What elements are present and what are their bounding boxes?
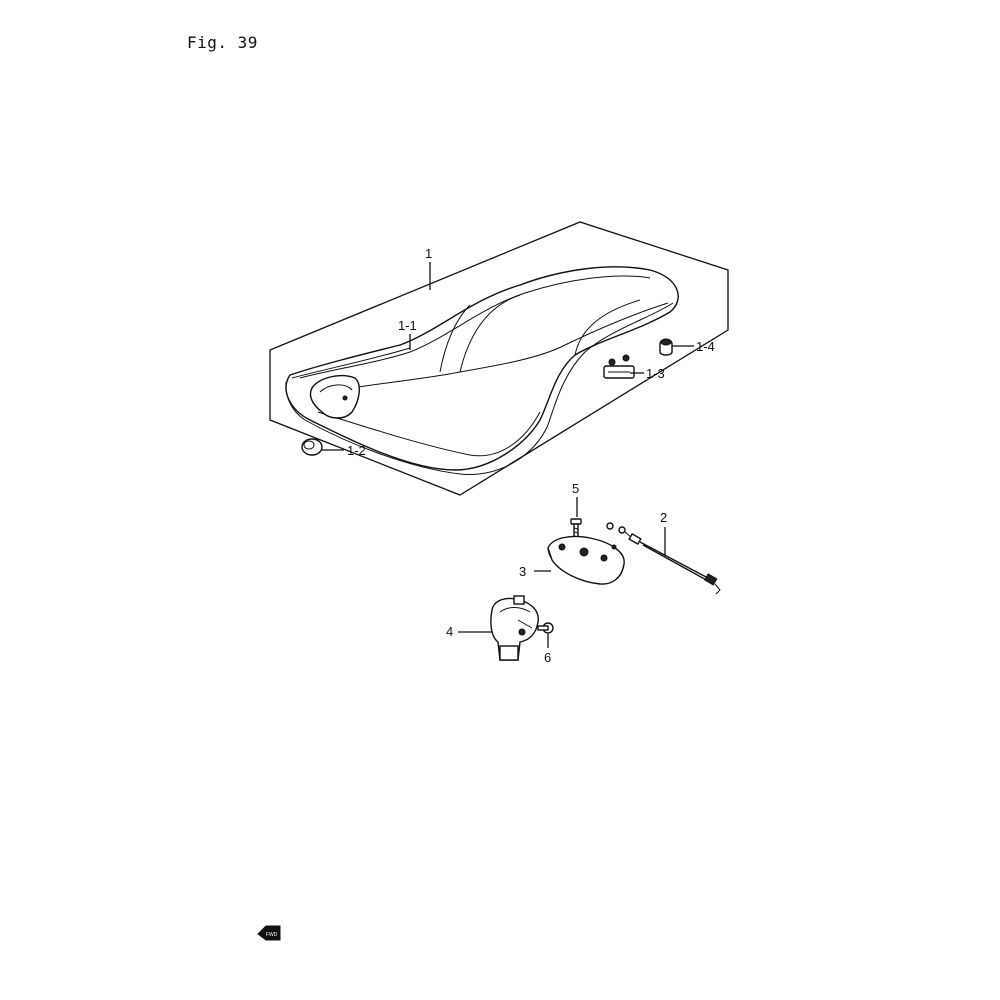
callout-1-3: 1-3 xyxy=(646,366,665,381)
callout-3: 3 xyxy=(519,564,526,579)
callout-4: 4 xyxy=(446,624,453,639)
lock-bracket-3[interactable] xyxy=(547,535,625,585)
callout-1-4: 1-4 xyxy=(696,339,715,354)
callout-6: 6 xyxy=(544,650,551,665)
callout-5: 5 xyxy=(572,481,579,496)
seat-body[interactable] xyxy=(285,266,679,471)
rubber-1-4[interactable] xyxy=(659,338,673,356)
fwd-label: FWD xyxy=(266,932,278,938)
callout-2: 2 xyxy=(660,510,667,525)
figure-title: Fig. 39 xyxy=(187,33,258,52)
seat-lock-4[interactable] xyxy=(490,595,539,661)
callout-1: 1 xyxy=(425,246,432,261)
seat-hook[interactable] xyxy=(309,374,360,419)
callout-1-2: 1-2 xyxy=(347,443,366,458)
seat-lock-cable-2[interactable] xyxy=(606,522,721,595)
bolt-6[interactable] xyxy=(537,622,554,634)
callout-1-1: 1-1 xyxy=(398,318,417,333)
seat-trim-1-1[interactable] xyxy=(285,302,674,475)
fwd-arrow-icon: FWD xyxy=(257,925,281,941)
cushion-1-2[interactable] xyxy=(301,438,323,456)
seat-assembly-frame xyxy=(269,221,729,496)
buffer-1-3[interactable] xyxy=(603,354,635,379)
